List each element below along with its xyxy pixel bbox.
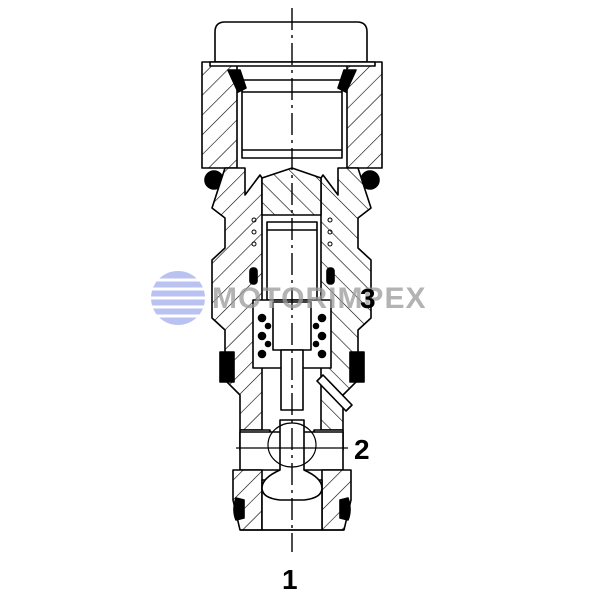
body-left bbox=[211, 167, 263, 431]
poppet bbox=[261, 419, 323, 501]
port-2-label: 2 bbox=[354, 434, 370, 465]
cap bbox=[214, 21, 368, 63]
port-1-label: 1 bbox=[282, 564, 298, 595]
watermark-globe-icon bbox=[150, 271, 206, 325]
body-right bbox=[320, 167, 372, 431]
port-3-label: 3 bbox=[360, 283, 376, 314]
watermark-text: MOTORIMPEX bbox=[212, 282, 427, 315]
